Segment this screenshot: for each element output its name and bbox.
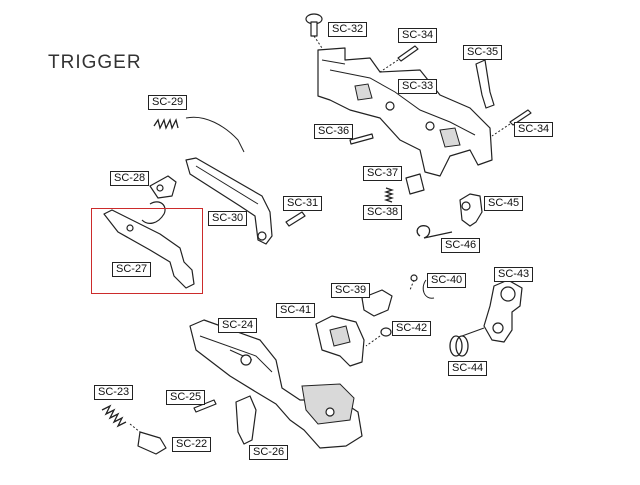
label-sc31: SC-31	[283, 196, 323, 211]
label-sc35: SC-35	[463, 45, 503, 60]
label-sc40: SC-40	[427, 273, 467, 288]
part-sc25-pin	[193, 399, 217, 413]
label-sc34-top: SC-34	[398, 28, 438, 43]
label-sc39: SC-39	[331, 283, 371, 298]
label-sc33: SC-33	[398, 79, 438, 94]
part-sc22	[129, 423, 167, 455]
label-sc22: SC-22	[172, 437, 212, 452]
label-sc32: SC-32	[328, 22, 368, 37]
part-sc26	[235, 395, 257, 445]
label-sc30: SC-30	[208, 211, 248, 226]
part-sc42-screw	[365, 327, 392, 347]
part-sc23-spring	[101, 404, 127, 428]
part-sc37-block	[405, 173, 425, 195]
part-sc46-spring	[416, 225, 453, 239]
part-sc34-pin-right	[491, 109, 532, 137]
part-sc36-pin	[349, 133, 374, 145]
part-sc45	[459, 193, 483, 227]
label-sc42: SC-42	[392, 321, 432, 336]
label-sc28: SC-28	[110, 171, 150, 186]
part-sc30-trigger-bar	[185, 157, 273, 245]
part-sc29-spring	[153, 116, 245, 153]
label-sc34-right: SC-34	[514, 122, 554, 137]
part-sc27-trigger	[103, 201, 195, 289]
part-sc31-screw	[285, 211, 306, 227]
label-sc38: SC-38	[363, 205, 403, 220]
label-sc29: SC-29	[148, 95, 188, 110]
part-sc35-plate	[475, 59, 495, 109]
part-sc34-pin-top	[379, 45, 419, 73]
label-sc37: SC-37	[363, 166, 403, 181]
diagram-title: TRIGGER	[48, 52, 142, 73]
label-sc44: SC-44	[448, 361, 488, 376]
label-sc45: SC-45	[484, 196, 524, 211]
part-sc43	[483, 279, 523, 343]
label-sc27: SC-27	[112, 262, 152, 277]
part-sc24-housing	[189, 319, 363, 449]
label-sc26: SC-26	[249, 445, 289, 460]
part-sc38-spring	[383, 187, 395, 203]
part-sc33-frame	[317, 47, 493, 177]
part-sc41	[315, 315, 365, 367]
label-sc25: SC-25	[166, 390, 206, 405]
label-sc23: SC-23	[94, 385, 134, 400]
label-sc46: SC-46	[441, 238, 481, 253]
label-sc24: SC-24	[218, 318, 258, 333]
label-sc43: SC-43	[494, 267, 534, 282]
part-sc28	[149, 175, 177, 199]
part-sc44-spring	[449, 327, 485, 357]
part-sc40	[409, 274, 435, 299]
sc27-highlight-frame	[91, 208, 203, 294]
label-sc36: SC-36	[314, 124, 354, 139]
label-sc41: SC-41	[276, 303, 316, 318]
